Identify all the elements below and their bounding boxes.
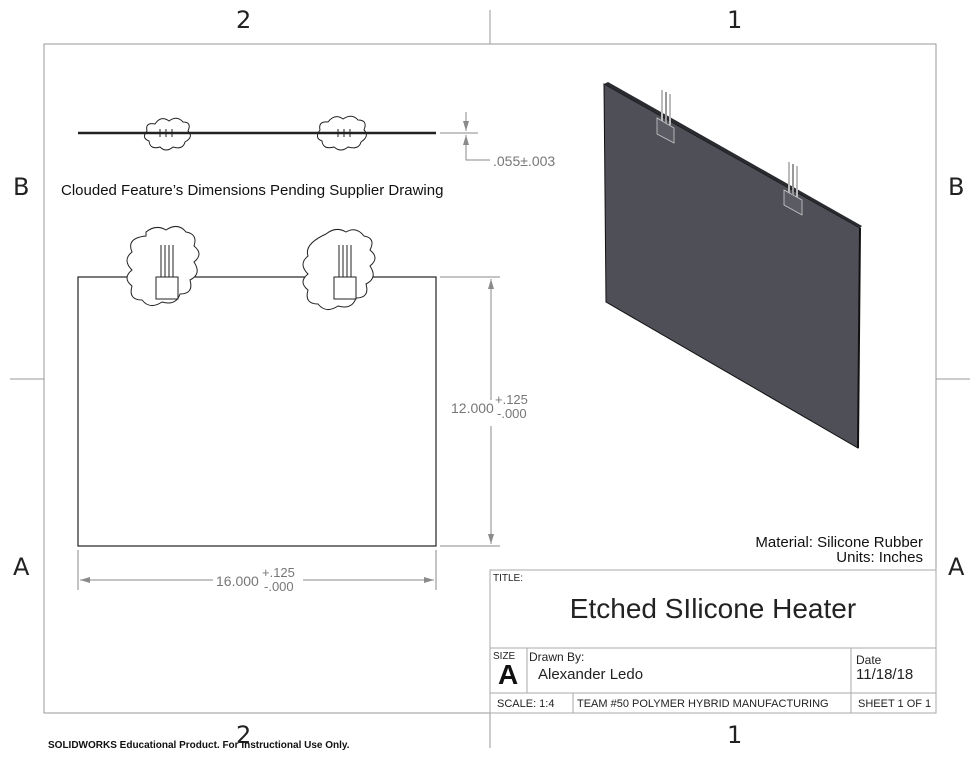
zone-label-left-b: B [13,173,30,201]
isometric-view [603,82,862,449]
front-view [77,226,437,547]
educational-watermark: SOLIDWORKS Educational Product. For Inst… [48,740,350,751]
width-tolerance-plus: +.125 [262,565,295,580]
height-tolerance-plus: +.125 [495,392,528,407]
zone-label-bottom-2: 2 [236,721,252,749]
edge-view [78,115,436,151]
zone-label-top-1: 1 [727,6,743,34]
date-value: 11/18/18 [856,666,914,683]
title-block [489,569,937,714]
zone-label-right-b: B [948,173,965,201]
sheet-text: SHEET 1 OF 1 [858,698,932,710]
zone-label-left-a: A [13,553,30,581]
thickness-dimension [440,112,490,161]
height-dimension [440,276,500,547]
thickness-dimension-text: .055±.003 [493,153,556,169]
zone-label-bottom-1: 1 [727,721,743,749]
height-tolerance-minus: -.000 [497,406,527,421]
width-tolerance-minus: -.000 [264,579,294,594]
scale-text: SCALE: 1:4 [497,698,555,710]
revision-cloud [316,115,367,151]
material-note: Material: Silicone Rubber [755,534,923,551]
team-text: TEAM #50 POLYMER HYBRID MANUFACTURING [577,698,829,710]
title-label: TITLE: [493,573,524,584]
zone-label-top-2: 2 [236,6,252,34]
units-note: Units: Inches [836,549,923,566]
drawn-by-name: Alexander Ledo [538,666,644,683]
clouded-feature-note: Clouded Feature’s Dimensions Pending Sup… [61,182,444,199]
height-dimension-value: 12.000 [451,400,494,416]
width-dimension [77,550,437,590]
revision-cloud [143,117,191,151]
drawing-title: Etched SIlicone Heater [569,593,857,624]
size-label: SIZE [493,651,516,662]
revision-cloud [126,226,200,306]
zone-label-right-a: A [948,553,965,581]
width-dimension-value: 16.000 [216,573,259,589]
drawn-by-label: Drawn By: [529,650,585,664]
size-value: A [498,659,519,690]
date-label: Date [856,653,882,667]
